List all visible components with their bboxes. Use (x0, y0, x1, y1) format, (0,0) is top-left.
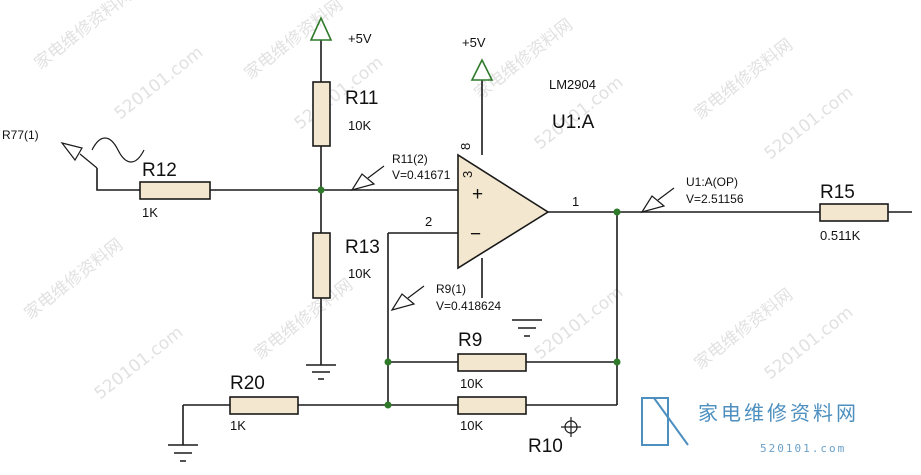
resistor-r9[interactable]: R9 10K (457, 330, 527, 391)
supply-label: +5V (462, 35, 486, 50)
resistor-r10[interactable]: 10K R10 (457, 396, 581, 457)
opamp-triangle (457, 153, 550, 270)
signal-wave-icon (91, 137, 145, 163)
pin-number: 3 (460, 171, 475, 178)
watermark: 家电维修资料网 (31, 0, 137, 74)
watermark: 520101.com (111, 43, 207, 124)
probe-arrow-icon (60, 142, 98, 169)
pin-number: 2 (425, 214, 432, 229)
resistor-value: 1K (142, 205, 158, 220)
probe-name: U1:A(OP) (686, 175, 738, 189)
supply-left[interactable]: +5V (309, 16, 372, 46)
probe-reading: V=0.41671 (392, 168, 451, 182)
resistor-r12[interactable]: R12 1K (139, 160, 211, 220)
ground-symbol (168, 444, 198, 462)
junctions (317, 186, 621, 409)
resistor-ref: R10 (528, 436, 563, 457)
resistor-value: 0.511K (820, 228, 861, 243)
supply-label: +5V (348, 31, 372, 46)
opamp-u1a[interactable]: + − 3 2 1 8 LM2904 U1:A (425, 77, 596, 270)
inverting-sign: − (470, 224, 481, 245)
logo-sub: 520101.com (760, 442, 846, 455)
resistor-r13[interactable]: R13 10K (312, 232, 380, 299)
supply-arrow-icon (309, 16, 333, 41)
resistor-value: 10K (460, 376, 483, 391)
noninverting-sign: + (472, 184, 483, 205)
probe-arrow-icon (640, 187, 675, 213)
opamp-designator: U1:A (552, 112, 595, 133)
resistor-ref: R11 (345, 88, 378, 109)
resistor-value: 1K (230, 418, 246, 433)
logo-mark-icon (641, 397, 689, 446)
supply-opamp[interactable]: +5V (462, 35, 494, 81)
probe-arrow-icon (350, 165, 385, 191)
resistor-r11[interactable]: R11 10K (312, 81, 378, 147)
watermark: 家电维修资料网 (251, 275, 357, 364)
resistor-body (819, 203, 889, 222)
probe-u1-op[interactable]: U1:A(OP) V=2.51156 (640, 175, 744, 213)
crosshair-icon (561, 417, 581, 437)
resistor-body (312, 232, 331, 299)
logo-text: 家电维修资料网 (698, 401, 859, 425)
watermark: 家电维修资料网 (691, 35, 797, 124)
probe-arrow-icon (390, 285, 425, 311)
ground-symbol (512, 319, 542, 337)
resistor-value: 10K (348, 118, 371, 133)
opamp-part-number: LM2904 (549, 77, 596, 92)
probe-reading: V=2.51156 (686, 192, 744, 206)
watermark: 520101.com (91, 323, 187, 404)
site-logo: 家电维修资料网 520101.com (641, 397, 859, 455)
junction-dot (384, 358, 392, 366)
resistor-ref: R13 (345, 237, 380, 258)
resistor-body (139, 181, 211, 200)
junction-dot (613, 208, 621, 216)
probe-name: R77(1) (2, 128, 39, 142)
watermark: 家电维修资料网 (241, 0, 347, 84)
resistor-ref: R15 (820, 182, 855, 203)
ground-symbol (306, 364, 336, 380)
resistor-value: 10K (460, 418, 483, 433)
probe-name: R9(1) (436, 282, 466, 296)
resistor-value: 10K (348, 266, 371, 281)
resistor-body (457, 353, 527, 372)
resistor-ref: R9 (458, 330, 482, 351)
junction-dot (384, 401, 392, 409)
pin-number: 1 (572, 194, 579, 209)
probe-reading: V=0.418624 (436, 299, 501, 313)
resistor-ref: R20 (230, 373, 265, 394)
pin-number: 8 (458, 143, 473, 150)
ground-icon (512, 319, 542, 337)
junction-dot (317, 186, 325, 194)
resistor-body (457, 396, 527, 415)
probe-r9-1[interactable]: R9(1) V=0.418624 (390, 282, 501, 313)
resistor-body (229, 396, 299, 415)
probe-r11-2[interactable]: R11(2) V=0.41671 (350, 152, 451, 191)
ground-icon (306, 364, 336, 380)
resistor-ref: R12 (142, 160, 177, 181)
ground-icon (168, 444, 198, 462)
wires (96, 40, 912, 445)
watermark: 520101.com (761, 83, 857, 164)
probe-r77[interactable]: R77(1) (2, 128, 145, 169)
supply-arrow-icon (470, 58, 494, 81)
resistor-r20[interactable]: R20 1K (229, 373, 299, 433)
resistor-body (312, 81, 331, 147)
watermark: 家电维修资料网 (21, 235, 127, 324)
probe-name: R11(2) (392, 152, 428, 166)
junction-dot (613, 358, 621, 366)
watermark: 520101.com (531, 283, 627, 364)
resistor-r15[interactable]: R15 0.511K (819, 182, 889, 243)
